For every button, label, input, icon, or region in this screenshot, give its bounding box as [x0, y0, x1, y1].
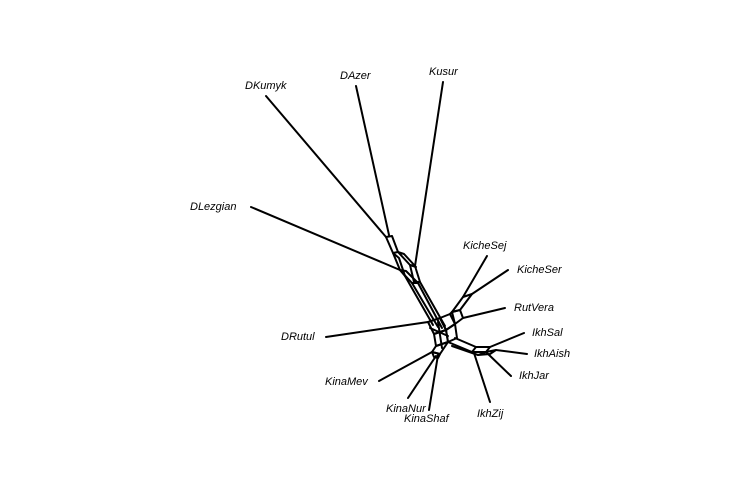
label-ikhaish: IkhAish: [534, 348, 570, 360]
edge-ikhaish: [495, 349, 528, 355]
edge-dkumyk: [265, 95, 387, 238]
upper-splits: [250, 81, 446, 329]
edge-ikhzij: [473, 352, 491, 403]
edge-kusur: [414, 81, 444, 267]
label-dazer: DAzer: [340, 70, 372, 82]
label-rutvera: RutVera: [514, 302, 554, 314]
label-kusur: Kusur: [429, 66, 459, 78]
kiche-box-2: [451, 309, 464, 325]
label-drutul: DRutul: [281, 331, 315, 343]
label-ikhzij: IkhZij: [477, 408, 504, 420]
edge-kinanur: [407, 355, 437, 399]
edge-kicheser: [471, 269, 509, 295]
ikh-trunk-1: [447, 341, 473, 353]
edge-kichesej: [462, 255, 488, 298]
label-ikhjar: IkhJar: [519, 370, 550, 382]
ikh-trunk-2: [454, 337, 477, 348]
hub-cross-2: [437, 321, 443, 349]
label-dkumyk: DKumyk: [245, 80, 287, 92]
edge-ikhsal: [489, 332, 525, 348]
hub-box-5: [445, 323, 458, 343]
edge-dlezgian: [250, 206, 401, 271]
ikh-splits: [447, 332, 528, 403]
trunk-1: [404, 275, 434, 326]
label-ikhsal: IkhSal: [532, 327, 563, 339]
edge-drutul: [325, 321, 429, 338]
kina-splits: [378, 351, 441, 411]
taxon-labels: DKumyk DAzer Kusur DLezgian KicheSej Kic…: [190, 66, 570, 425]
label-kinanur: KinaNur: [386, 403, 427, 415]
label-dlezgian: DLezgian: [190, 201, 236, 213]
label-kicheser: KicheSer: [517, 264, 563, 276]
label-kinashaf: KinaShaf: [404, 413, 450, 425]
label-kichesej: KicheSej: [463, 240, 507, 252]
kiche-rutvera-splits: [449, 255, 509, 325]
label-kinamev: KinaMev: [325, 376, 369, 388]
trunk-3: [417, 282, 443, 329]
kiche-link: [449, 311, 453, 315]
edge-kinashaf: [428, 354, 439, 411]
kina-box: [431, 351, 441, 359]
edge-rutvera: [462, 307, 506, 319]
edge-kinamev: [378, 351, 433, 382]
split-box-a: [385, 235, 399, 254]
edge-ikhjar: [485, 351, 512, 377]
kiche-box-1: [451, 293, 473, 313]
edge-dazer: [355, 85, 390, 236]
